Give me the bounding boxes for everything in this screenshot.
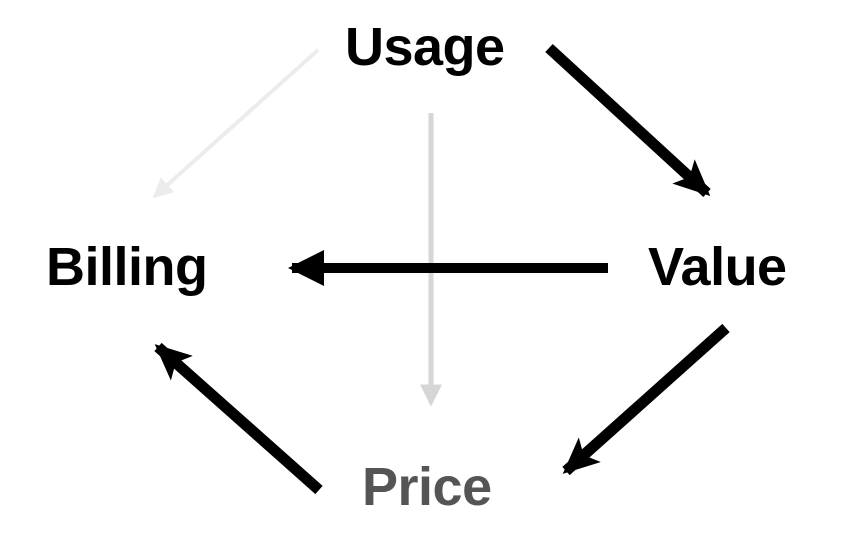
edge-value-to-price xyxy=(562,323,730,476)
node-label-price: Price xyxy=(362,457,492,517)
edge-price-to-billing xyxy=(154,342,323,495)
edge-usage-to-value xyxy=(545,43,711,198)
edge-usage-to-billing xyxy=(152,48,320,199)
node-label-billing: Billing xyxy=(46,237,208,297)
node-label-value: Value xyxy=(648,237,787,297)
node-label-usage: Usage xyxy=(345,17,505,77)
